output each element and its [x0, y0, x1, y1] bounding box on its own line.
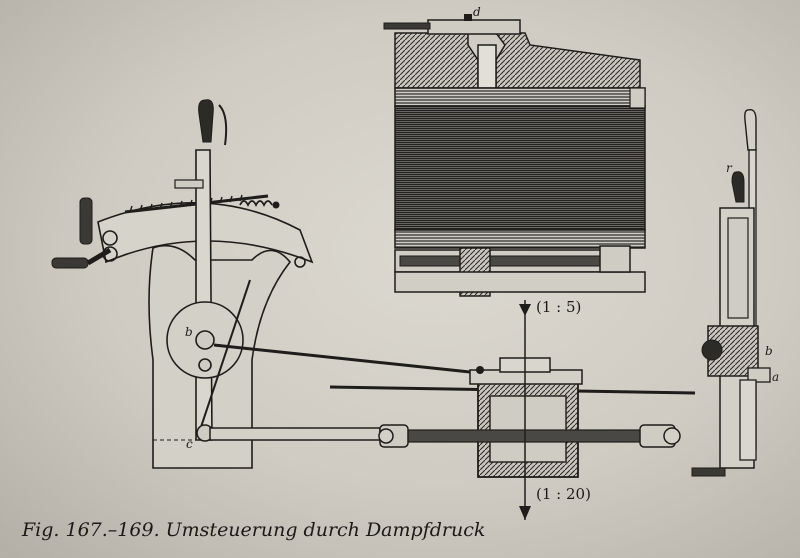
- crank-handle: [79, 197, 93, 245]
- link-rod-diagonal: [199, 279, 251, 431]
- label-c: c: [186, 437, 193, 451]
- figure-caption: Fig. 167.–169. Umsteuerung durch Dampfdr…: [22, 519, 486, 541]
- arrow-down-top: [519, 304, 531, 316]
- chest-rod: [379, 429, 651, 443]
- label-b-left: b: [185, 325, 193, 339]
- side-view: [691, 109, 771, 477]
- piston-body: [394, 105, 646, 231]
- label-r: r: [726, 161, 732, 175]
- link-rod-upper: [213, 343, 471, 374]
- cylinder-bottom: [394, 229, 646, 249]
- label-d: d: [473, 5, 481, 19]
- lever-handle: [198, 99, 214, 143]
- connecting-rod: [209, 427, 381, 441]
- scale-lower: (1 : 20): [536, 485, 591, 503]
- side-knob: [731, 171, 745, 203]
- valve-chest: [329, 300, 696, 520]
- label-b-right: b: [765, 344, 773, 358]
- top-valve-rod: [383, 22, 431, 30]
- arrow-down-bottom: [519, 506, 531, 520]
- top-valve: [427, 19, 521, 35]
- cylinder-lid: [394, 32, 479, 89]
- side-foot: [691, 467, 726, 477]
- steam-port: [477, 44, 497, 89]
- reversing-gear: [51, 99, 471, 469]
- cylinder-lid-right: [494, 32, 641, 89]
- main-lever: [195, 149, 213, 441]
- cylinder-barrel: [394, 87, 646, 107]
- cylinder-section: [383, 14, 646, 297]
- side-handle: [744, 109, 757, 151]
- scale-upper: (1 : 5): [536, 298, 582, 316]
- spring: [239, 200, 273, 208]
- label-a: a: [772, 370, 780, 384]
